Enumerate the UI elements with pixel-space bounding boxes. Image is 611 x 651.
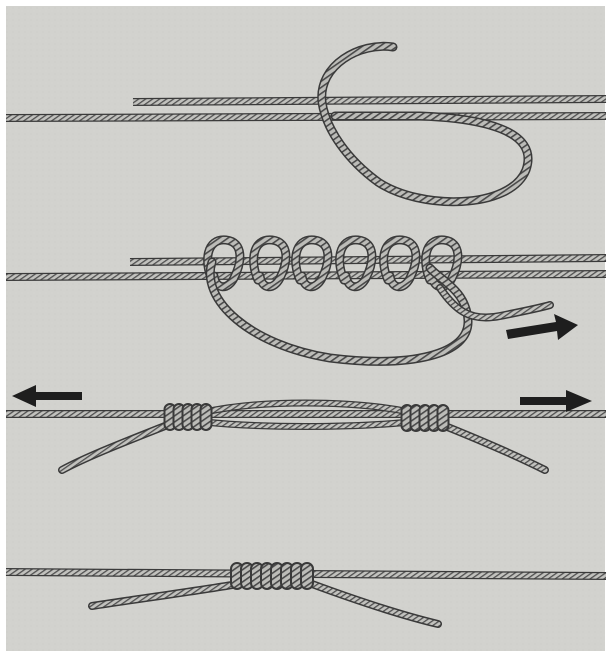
knot-wrap <box>201 404 212 430</box>
knot-wrap <box>301 563 313 589</box>
step-3-knot-right <box>402 405 449 431</box>
step-1-line-upper <box>133 99 606 102</box>
knot-wrap <box>438 405 449 431</box>
step-1-line-lower <box>6 116 606 118</box>
step-3-knot-left <box>165 404 212 430</box>
step-4-knot <box>231 563 313 589</box>
